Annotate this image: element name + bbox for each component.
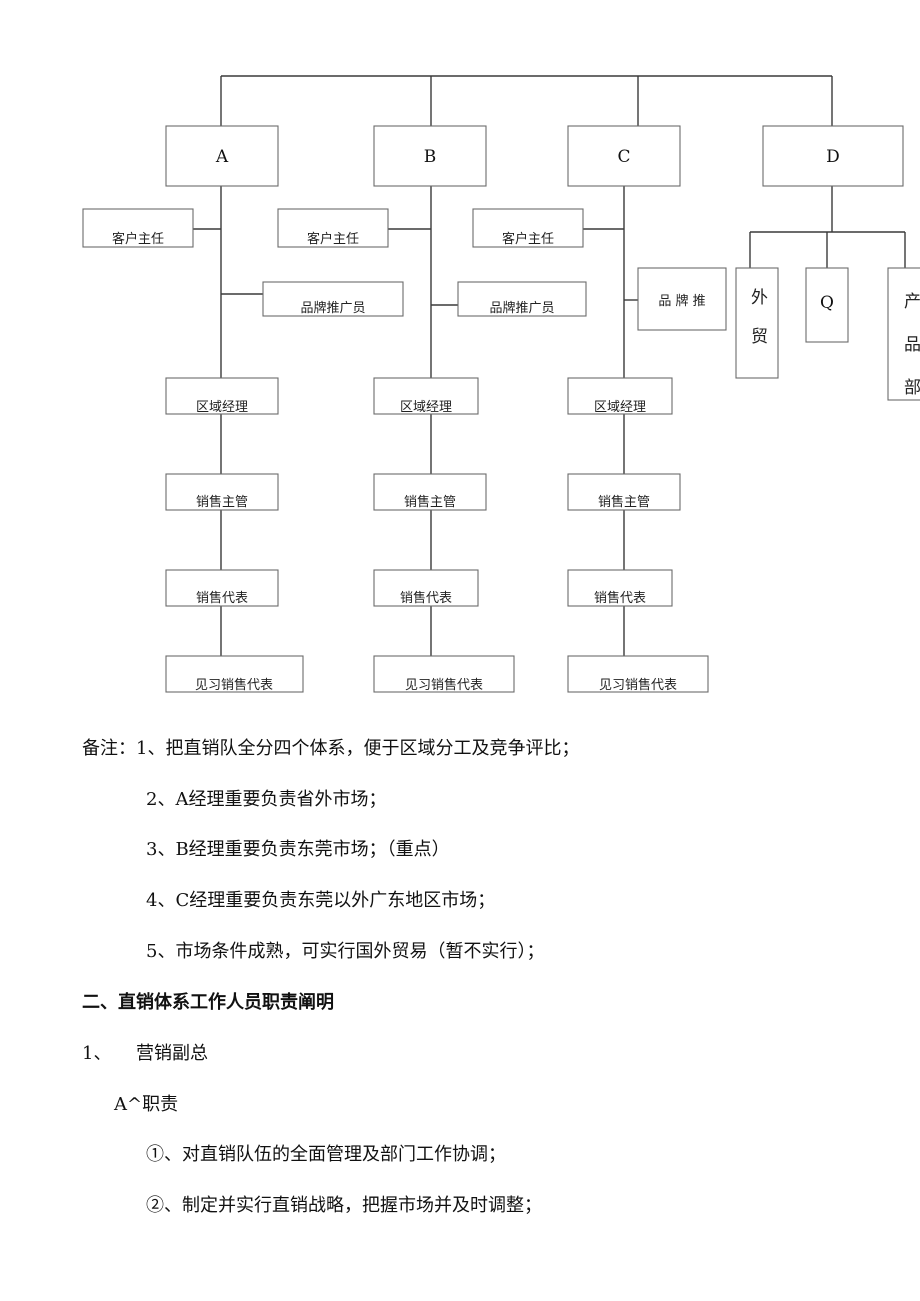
column-a: A 客户主任 品牌推广员 区域经理 销售主管 销售代表 见习销售代表: [82, 125, 404, 693]
a-sales-rep-box: [165, 569, 279, 607]
org-chart: A 客户主任 品牌推广员 区域经理 销售主管 销售代表 见习销售代表 B 客户主…: [82, 75, 920, 693]
note-item-4: 4、C经理重要负责东莞以外广东地区市场；: [146, 890, 496, 911]
note-item-5: 5、市场条件成熟，可实行国外贸易（暂不实行）；: [146, 941, 545, 962]
top-connector: [220, 75, 833, 126]
a-customer-supervisor-label: 客户主任: [112, 231, 164, 247]
d-foreign-trade-box: [735, 267, 779, 379]
b-sales-supervisor-label: 销售主管: [404, 494, 456, 510]
b-regional-manager-label: 区域经理: [400, 400, 452, 415]
manager-a-label: A: [215, 147, 229, 167]
b-customer-supervisor-label: 客户主任: [307, 231, 359, 247]
sub1-number: 1、: [82, 1043, 112, 1064]
note-intro: 备注：1、把直销队全分四个体系，便于区域分工及竞争评比；: [82, 738, 580, 759]
a-sales-supervisor-box: [165, 473, 279, 511]
duty-item-2: ②、制定并实行直销战略，把握市场并及时调整；: [146, 1195, 542, 1216]
b-regional-manager-box: [373, 377, 479, 415]
column-c: C 客户主任 品 牌 推 区域经理 销售主管 销售代表 见习销售代表: [472, 125, 727, 693]
b-sales-rep-label: 销售代表: [400, 590, 452, 606]
c-regional-manager-box: [567, 377, 673, 415]
b-sales-supervisor-box: [373, 473, 487, 511]
sub1-title: 营销副总: [136, 1043, 208, 1064]
c-sales-rep-label: 销售代表: [594, 590, 646, 606]
duty-item-1: ①、对直销队伍的全面管理及部门工作协调；: [146, 1144, 506, 1165]
a-customer-supervisor-box: [82, 208, 194, 248]
c-apprentice-box: [567, 655, 709, 693]
d-q-box: [805, 267, 849, 343]
c-sales-supervisor-box: [567, 473, 681, 511]
manager-d-label: D: [826, 147, 840, 167]
c-regional-manager-label: 区域经理: [594, 400, 646, 415]
c-brand-promoter-label: 品 牌 推: [658, 293, 705, 309]
d-product-dept-label: 产品部: [900, 292, 920, 421]
c-brand-promoter-box: [637, 267, 727, 331]
d-q-label: Q: [820, 293, 834, 313]
manager-c-box: [567, 125, 681, 187]
c-customer-supervisor-box: [472, 208, 584, 248]
a-apprentice-label: 见习销售代表: [195, 677, 273, 693]
column-b: B 客户主任 品牌推广员 区域经理 销售主管 销售代表 见习销售代表: [277, 125, 587, 693]
b-apprentice-box: [373, 655, 515, 693]
a-brand-promoter-label: 品牌推广员: [300, 300, 365, 316]
b-sales-rep-box: [373, 569, 479, 607]
b-brand-promoter-label: 品牌推广员: [489, 300, 554, 316]
a-brand-promoter-box: [262, 281, 404, 317]
c-apprentice-label: 见习销售代表: [599, 677, 677, 693]
manager-a-box: [165, 125, 279, 187]
manager-b-label: B: [424, 147, 437, 167]
manager-c-label: C: [617, 147, 630, 167]
d-product-dept-box: [887, 267, 920, 401]
a-sales-supervisor-label: 销售主管: [196, 494, 248, 510]
duty-heading: A^职责: [114, 1094, 179, 1115]
c-customer-supervisor-label: 客户主任: [502, 231, 554, 247]
c-sales-supervisor-label: 销售主管: [598, 494, 650, 510]
b-customer-supervisor-box: [277, 208, 389, 248]
note-item-3: 3、B经理重要负责东莞市场；（重点）: [146, 839, 450, 860]
b-brand-promoter-box: [457, 281, 587, 317]
a-regional-manager-label: 区域经理: [196, 400, 248, 415]
b-apprentice-label: 见习销售代表: [405, 677, 483, 693]
section-heading: 二、直销体系工作人员职责阐明: [82, 992, 334, 1013]
a-apprentice-box: [165, 655, 304, 693]
a-sales-rep-label: 销售代表: [196, 590, 248, 606]
c-sales-rep-box: [567, 569, 673, 607]
manager-d-box: [762, 125, 904, 187]
manager-b-box: [373, 125, 487, 187]
column-d: D 外贸 Q 产品部: [735, 125, 920, 421]
d-foreign-trade-label: 外贸: [747, 288, 768, 366]
note-item-2: 2、A经理重要负责省外市场；: [146, 789, 387, 810]
a-regional-manager-box: [165, 377, 279, 415]
